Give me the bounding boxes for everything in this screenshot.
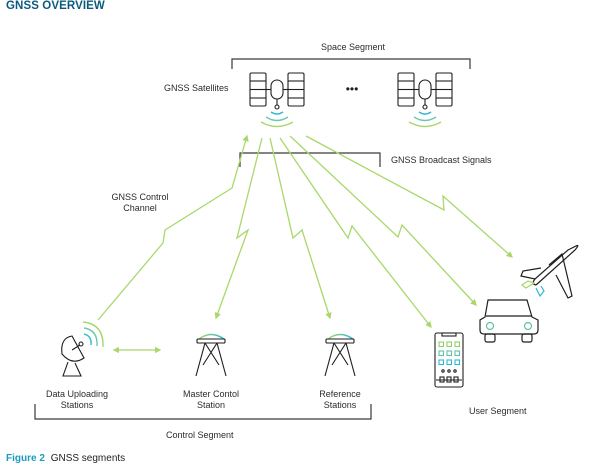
data-uploading-label-line2: Stations (60, 400, 94, 410)
antenna-tower-icon (324, 333, 356, 377)
gnss-satellites-label: GNSS Satellites (164, 83, 229, 93)
broadcast-link-car (289, 135, 477, 306)
control-segment-bracket (34, 404, 372, 420)
satellite-icon (249, 72, 305, 110)
broadcast-link-master-control (214, 137, 263, 320)
figure-caption: Figure 2 GNSS segments (6, 453, 125, 464)
master-control-station-label: Master Contol Station (166, 389, 256, 411)
antenna-tower-icon (195, 333, 227, 377)
smartphone-icon (434, 332, 464, 388)
master-control-label-line1: Master Contol (182, 389, 240, 399)
signal-waves-icon (260, 111, 294, 128)
broadcast-link-smartphone (279, 137, 432, 329)
page-title: GNSS OVERVIEW (6, 0, 105, 12)
figure-number: Figure 2 (6, 453, 45, 464)
broadcast-link-airplane (305, 135, 513, 258)
space-segment-label: Space Segment (320, 42, 386, 52)
signal-waves-icon (82, 321, 104, 348)
figure-caption-text: GNSS segments (50, 453, 126, 464)
control-channel-link (97, 134, 249, 321)
control-channel-label-line2: Channel (123, 203, 157, 213)
satellite-icon (397, 72, 453, 110)
reference-label-line1: Reference (319, 389, 361, 399)
control-channel-label-line1: GNSS Control (111, 192, 169, 202)
data-uploading-label-line1: Data Uploading (45, 389, 109, 399)
user-segment-label: User Segment (469, 406, 527, 416)
car-icon (479, 299, 539, 343)
broadcast-link-reference (269, 137, 332, 320)
control-segment-label: Control Segment (166, 430, 234, 440)
airplane-icon (520, 244, 579, 299)
reference-stations-label: Reference Stations (300, 389, 380, 411)
space-segment-bracket (231, 58, 471, 69)
control-channel-label: GNSS Control Channel (100, 192, 180, 214)
ellipsis: ••• (346, 82, 359, 96)
satellite-dish-icon (61, 335, 85, 377)
broadcast-signals-label: GNSS Broadcast Signals (391, 155, 492, 165)
reference-label-line2: Stations (323, 400, 357, 410)
signal-waves-icon (408, 111, 442, 128)
data-uploading-stations-label: Data Uploading Stations (32, 389, 122, 411)
master-control-label-line2: Station (196, 400, 226, 410)
